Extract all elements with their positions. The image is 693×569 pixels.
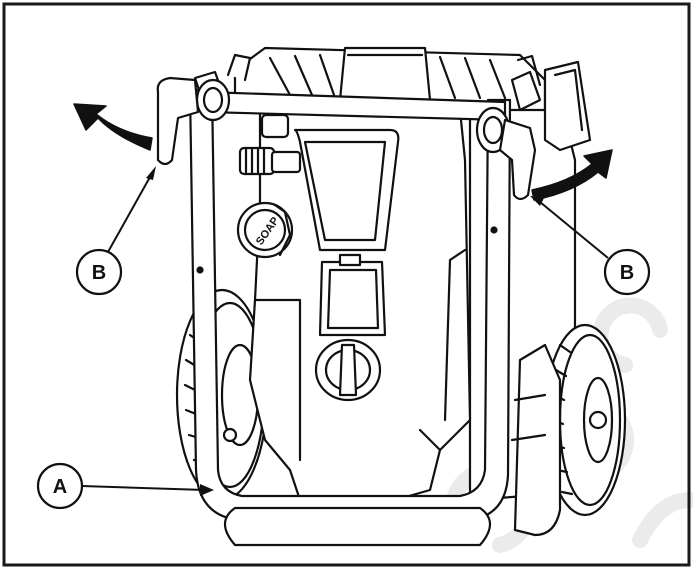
soap-knob xyxy=(236,201,294,259)
right-rotation-arrow xyxy=(531,149,613,201)
handle-frame xyxy=(188,88,512,522)
control-panel xyxy=(293,128,400,252)
right-clamp-knob xyxy=(475,54,542,201)
leader-a xyxy=(81,485,206,491)
bottom-grip xyxy=(223,506,492,547)
left-rotation-arrow xyxy=(73,103,153,151)
leader-b-left-tip xyxy=(146,166,156,180)
svg-text:A: A xyxy=(53,476,67,498)
callout-a: A xyxy=(36,462,84,510)
hose-fittings xyxy=(238,113,302,176)
callout-b-right: B xyxy=(603,248,651,296)
detergent-tank xyxy=(318,253,387,337)
leader-b-right xyxy=(539,201,609,259)
spray-gun xyxy=(513,343,562,537)
callout-b-left: B xyxy=(75,248,123,296)
svg-text:B: B xyxy=(620,262,634,284)
gun-holder xyxy=(543,60,592,152)
leader-a-tip xyxy=(200,484,214,496)
pressure-dial xyxy=(314,338,382,402)
leader-b-left xyxy=(107,176,151,253)
svg-text:B: B xyxy=(92,262,106,284)
leader-b-right-tip xyxy=(530,196,544,206)
left-clamp-knob xyxy=(156,53,252,166)
